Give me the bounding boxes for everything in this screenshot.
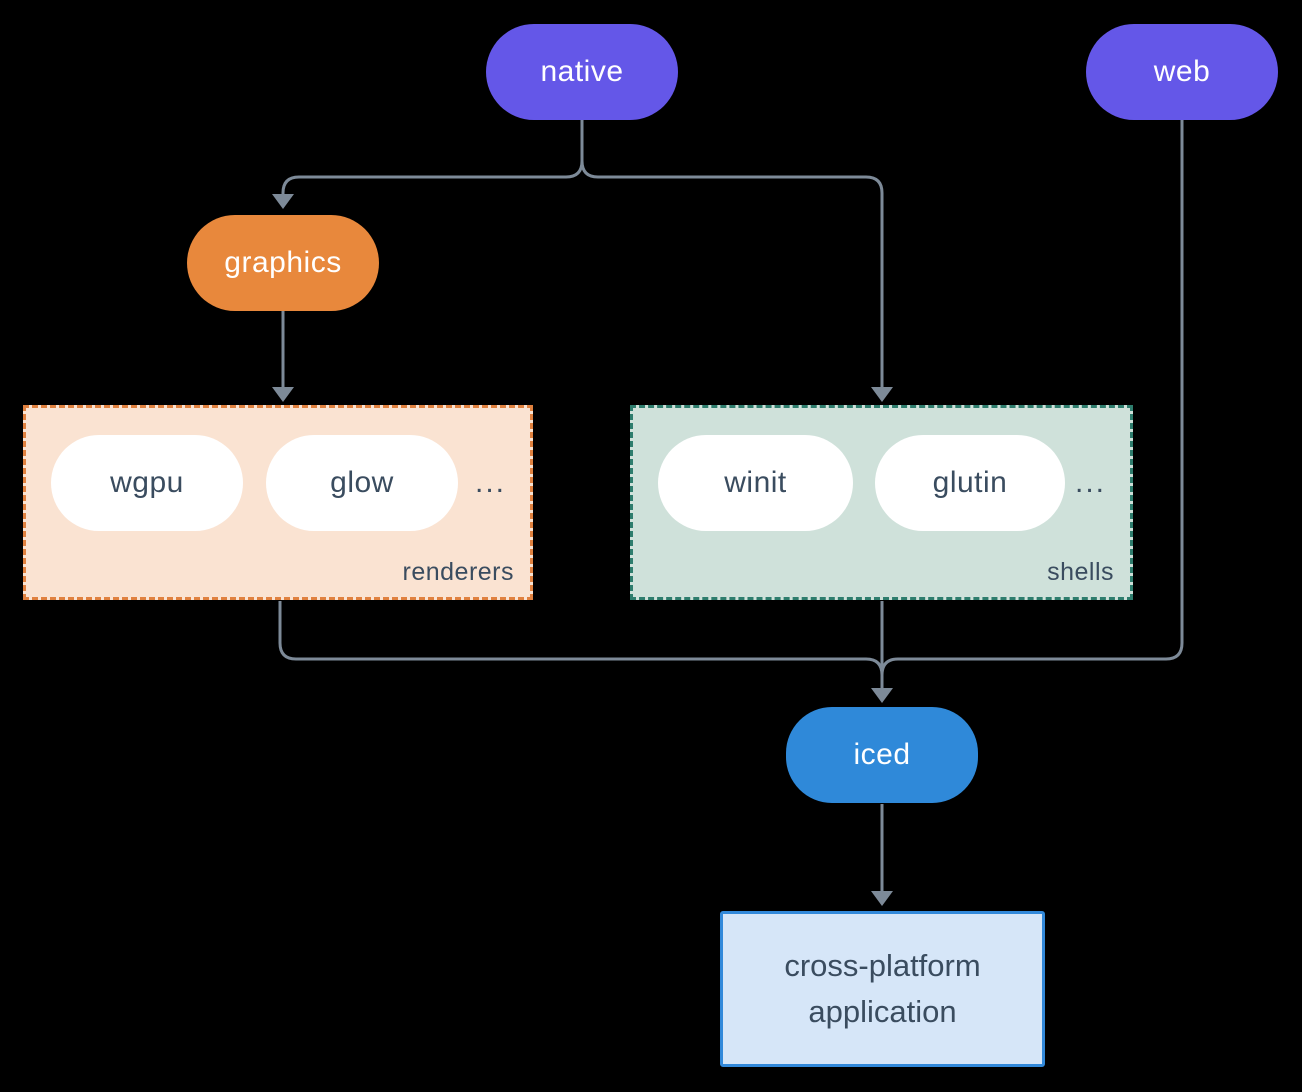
node-glow: glow (266, 435, 458, 531)
node-native: native (486, 24, 678, 120)
arrowhead-application (871, 891, 893, 906)
edge-renderers-iced (278, 601, 884, 676)
node-web: web (1086, 24, 1278, 120)
renderers-ellipsis: ... (474, 466, 506, 499)
shells-label: shells (1047, 558, 1114, 586)
renderers-group-box: wgpu glow ... renderers (23, 405, 533, 600)
node-application: cross-platform application (720, 911, 1045, 1067)
node-glutin: glutin (875, 435, 1065, 531)
shells-group-box: winit glutin ... shells (630, 405, 1133, 600)
renderers-label: renderers (402, 558, 514, 586)
arrowhead-shells (871, 387, 893, 402)
node-iced: iced (786, 707, 978, 803)
edge-native-graphics (281, 120, 584, 194)
edge-native-shells (580, 120, 884, 387)
shells-ellipsis: ... (1074, 466, 1106, 499)
arrowhead-graphics (272, 194, 294, 209)
node-wgpu: wgpu (51, 435, 243, 531)
arrowhead-iced (871, 688, 893, 703)
arrowhead-renderers (272, 387, 294, 402)
node-graphics: graphics (187, 215, 379, 311)
node-winit: winit (658, 435, 853, 531)
